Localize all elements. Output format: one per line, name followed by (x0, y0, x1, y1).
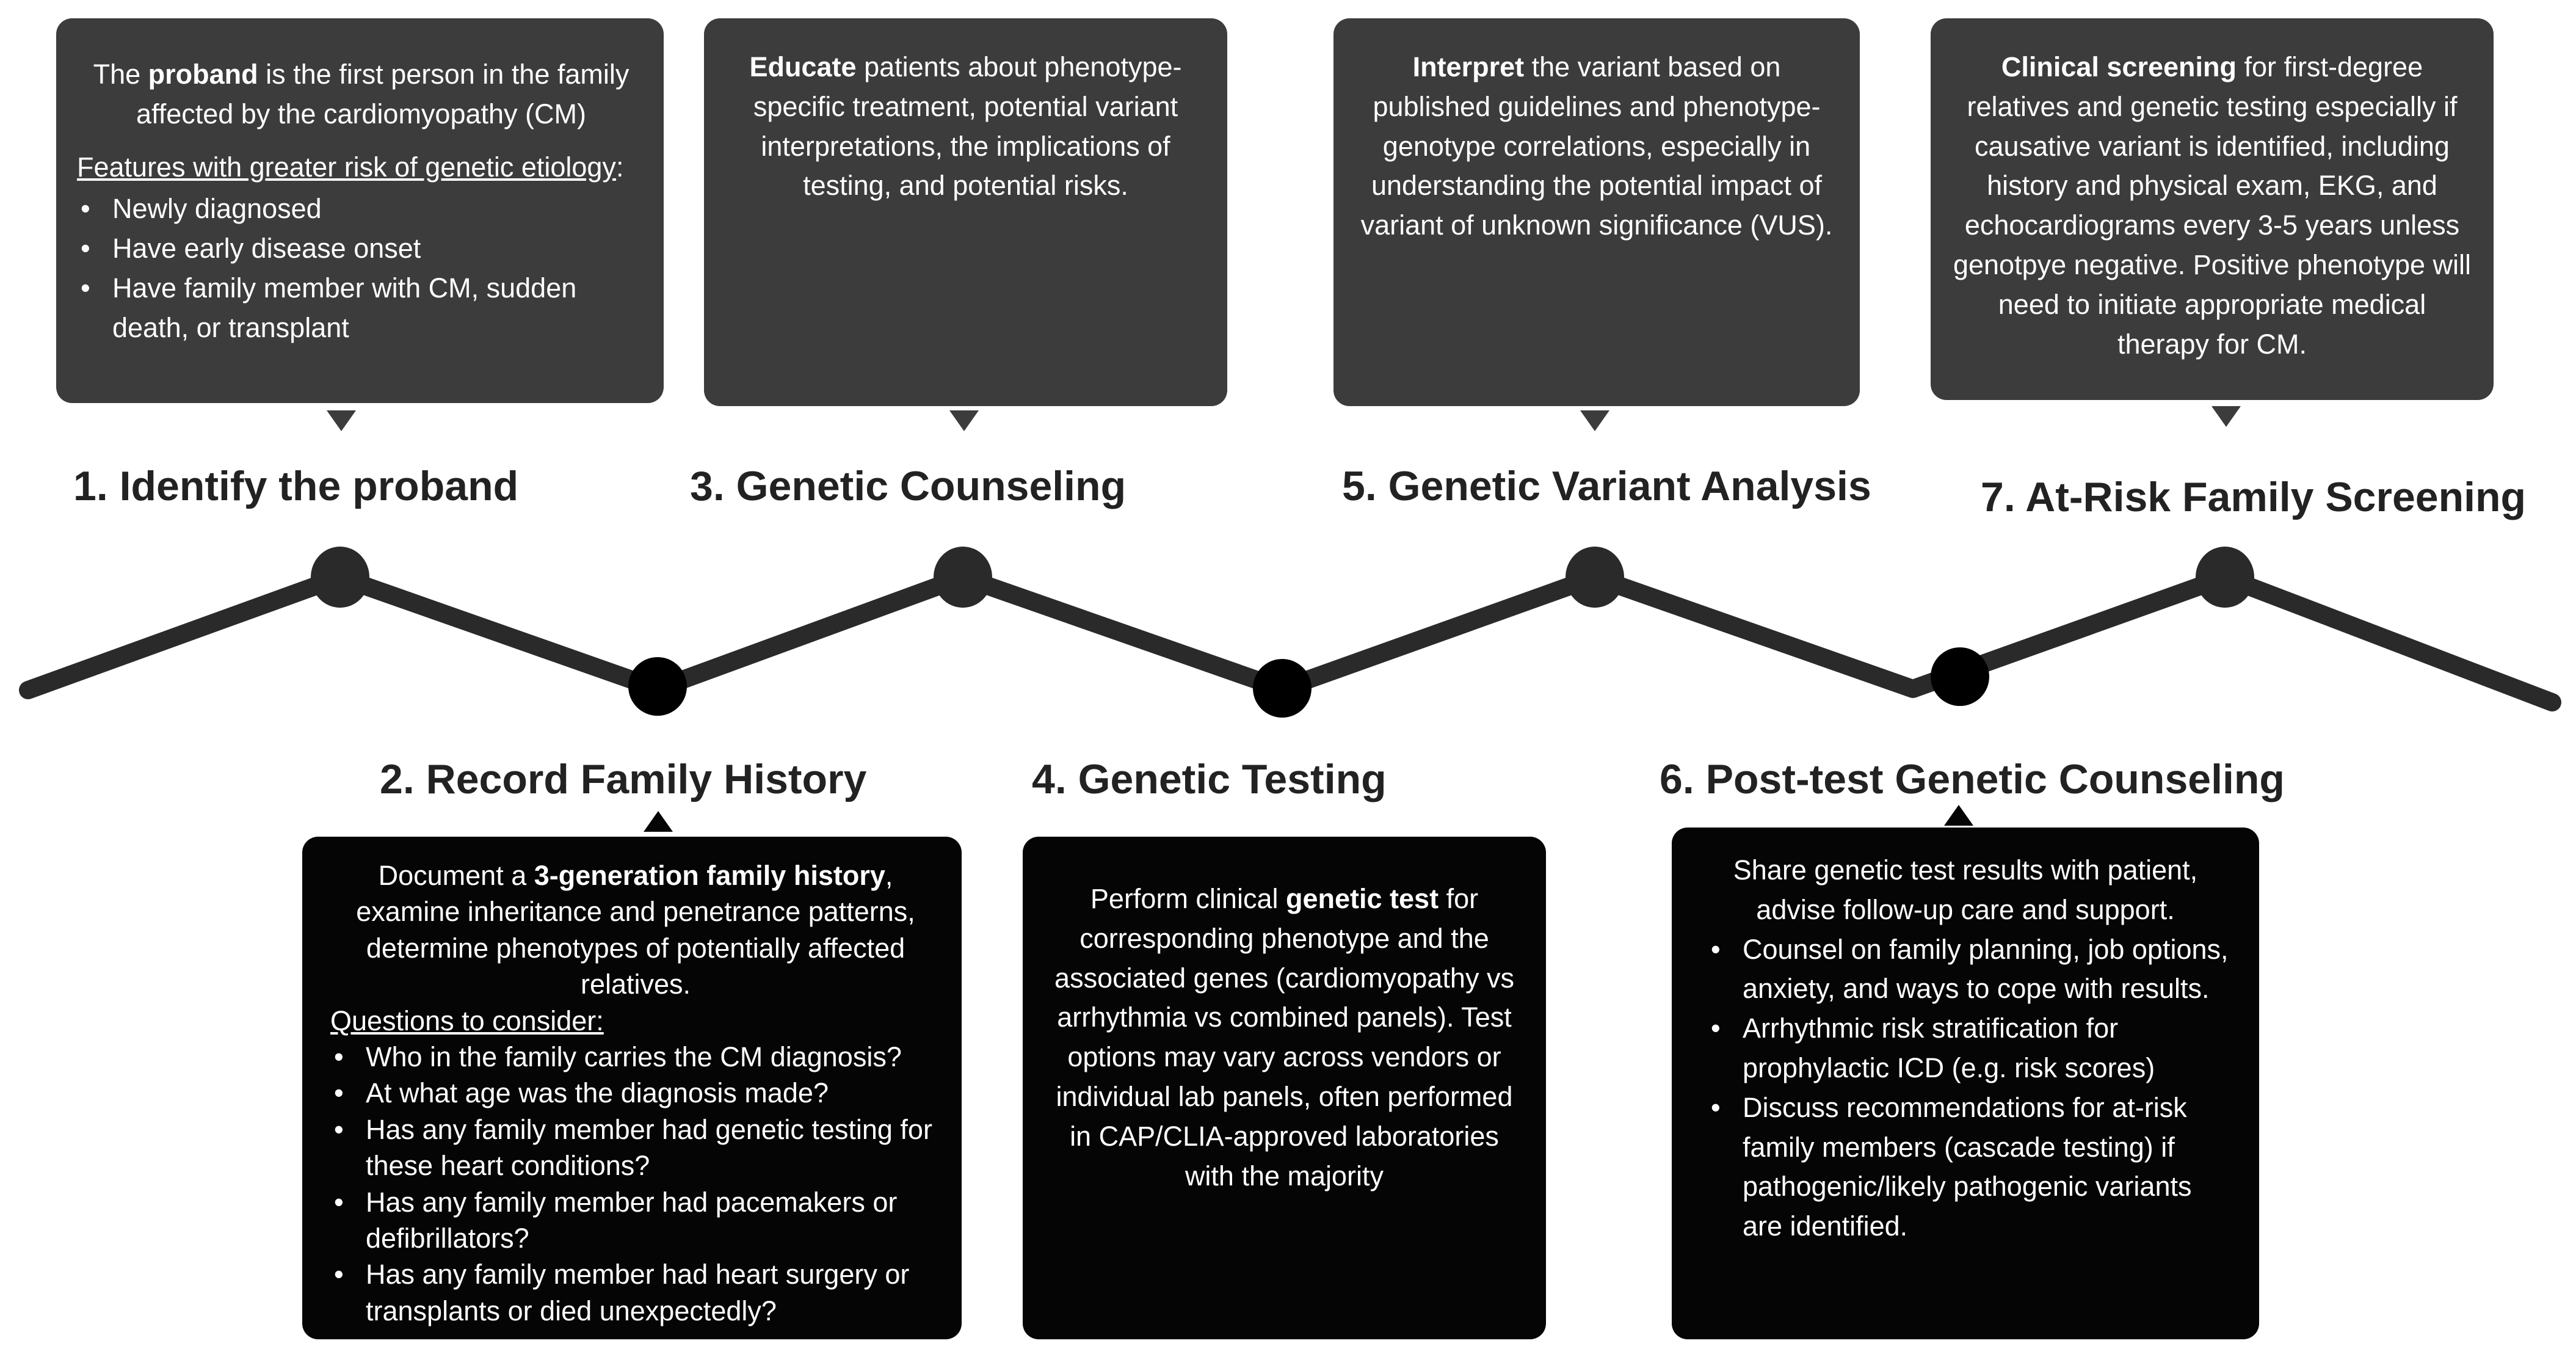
step-2-bullets: Who in the family carries the CM diagnos… (330, 1039, 941, 1329)
step-2-lead-pre: Document a (378, 860, 534, 891)
step-5-box: Interpret the variant based on published… (1333, 18, 1860, 406)
step-5-lead: Interpret the variant based on published… (1354, 48, 1839, 246)
step-7-box: Clinical screening for first-degree rela… (1931, 18, 2494, 400)
step-2-bullet: At what age was the diagnosis made? (334, 1075, 941, 1111)
timeline-node-6 (1931, 647, 1989, 706)
step-6-lead: Share genetic test results with patient,… (1733, 854, 2198, 925)
step-3-box: Educate patients about phenotype-specifi… (704, 18, 1227, 406)
step-1-bullet: Have early disease onset (81, 229, 645, 269)
step-7-title: 7. At-Risk Family Screening (1981, 474, 2527, 520)
step-1-title: 1. Identify the proband (73, 463, 519, 509)
timeline-node-4 (1253, 659, 1312, 718)
step-2-lead: Document a 3-generation family history, … (330, 857, 941, 1003)
step-1-lead-post: is the first person in the family affect… (136, 59, 629, 129)
step-7-lead-bold: Clinical screening (2001, 51, 2237, 82)
step-5-title: 5. Genetic Variant Analysis (1342, 463, 1871, 509)
step-1-sub-heading-text: Features with greater risk of genetic et… (77, 151, 616, 183)
step-1-bullet: Have family member with CM, sudden death… (81, 269, 645, 348)
step-2-bullet: Who in the family carries the CM diagnos… (334, 1039, 941, 1075)
step-4-lead-post: for corresponding phenotype and the asso… (1054, 883, 1514, 1191)
step-4-lead-pre: Perform clinical (1090, 883, 1286, 914)
step-4-box: Perform clinical genetic test for corres… (1023, 837, 1546, 1339)
step-7-pointer (2211, 406, 2241, 427)
step-1-box: The proband is the first person in the f… (56, 18, 664, 403)
step-5-pointer (1580, 410, 1609, 431)
step-4-lead: Perform clinical genetic test for corres… (1042, 879, 1526, 1196)
step-2-title: 2. Record Family History (380, 756, 867, 802)
timeline-node-5 (1566, 547, 1624, 608)
step-6-box: Share genetic test results with patient,… (1672, 828, 2259, 1339)
step-3-lead: Educate patients about phenotype-specifi… (719, 48, 1213, 206)
step-3-title: 3. Genetic Counseling (690, 463, 1127, 509)
step-3-lead-post: patients about phenotype-specific treatm… (753, 51, 1182, 202)
step-2-bullet: Has any family member had pacemakers or … (334, 1184, 941, 1257)
step-4-lead-bold: genetic test (1285, 883, 1439, 914)
step-6-title: 6. Post-test Genetic Counseling (1660, 756, 2285, 802)
step-7-lead-post: for first-degree relatives and genetic t… (1953, 51, 2472, 360)
step-1-pointer (327, 410, 356, 431)
step-6-bullet: Discuss recommendations for at-risk fami… (1711, 1088, 2231, 1246)
step-3-pointer (949, 410, 979, 431)
step-1-sub-suffix: : (615, 151, 624, 183)
step-5-lead-bold: Interpret (1412, 51, 1525, 82)
step-1-lead: The proband is the first person in the f… (77, 55, 645, 134)
step-3-lead-bold: Educate (749, 51, 857, 82)
step-1-bullet: Newly diagnosed (81, 189, 645, 229)
step-2-lead-bold: 3-generation family history (534, 860, 885, 891)
timeline-node-2 (628, 657, 687, 716)
step-1-lead-bold: proband (148, 59, 258, 90)
step-4-title: 4. Genetic Testing (1032, 756, 1387, 802)
step-6-bullets: Counsel on family planning, job options,… (1700, 930, 2231, 1246)
step-2-pointer (644, 811, 673, 832)
step-2-sub-heading: Questions to consider: (330, 1005, 604, 1036)
step-5-lead-post: the variant based on published guideline… (1360, 51, 1833, 241)
step-1-sub-heading: Features with greater risk of genetic et… (77, 148, 645, 187)
step-1-lead-pre: The (93, 59, 148, 90)
step-2-box: Document a 3-generation family history, … (302, 837, 962, 1339)
step-1-bullets: Newly diagnosed Have early disease onset… (77, 189, 645, 347)
timeline-node-7 (2196, 547, 2254, 608)
step-7-lead: Clinical screening for first-degree rela… (1950, 48, 2474, 364)
timeline-node-1 (311, 547, 369, 608)
step-6-pointer (1944, 805, 1973, 826)
step-6-bullet: Counsel on family planning, job options,… (1711, 930, 2231, 1010)
step-2-lead-post: , examine inheritance and penetrance pat… (356, 860, 915, 1000)
step-6-bullet: Arrhythmic risk stratification for proph… (1711, 1009, 2231, 1088)
timeline-node-3 (934, 547, 992, 608)
step-2-bullet: Has any family member had heart surgery … (334, 1256, 941, 1329)
step-2-bullet: Has any family member had genetic testin… (334, 1111, 941, 1184)
